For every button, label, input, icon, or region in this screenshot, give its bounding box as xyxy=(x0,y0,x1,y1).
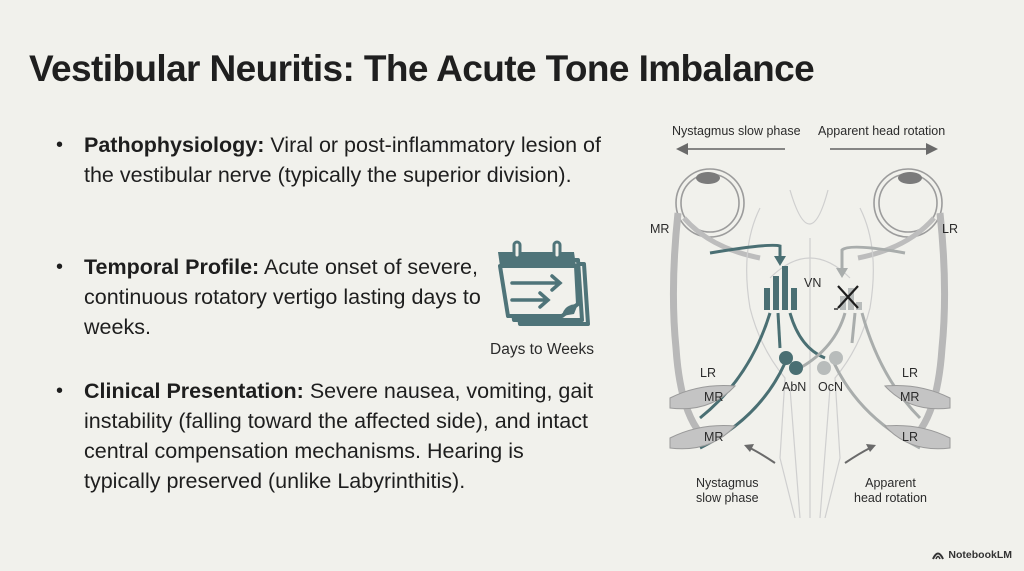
bullet-term: Pathophysiology: xyxy=(84,133,265,157)
left-vn-activity-bars xyxy=(764,266,797,310)
vestibular-pathway-diagram: Nystagmus slow phase Apparent head rotat… xyxy=(640,118,980,518)
bullet-term: Temporal Profile: xyxy=(84,255,260,279)
lesion-x-icon xyxy=(837,285,859,309)
bullet-temporal-profile: Temporal Profile: Acute onset of severe,… xyxy=(56,252,504,342)
muscle-label: MR xyxy=(704,430,724,444)
abn-label: AbN xyxy=(782,380,807,394)
notebooklm-logo-icon xyxy=(932,552,945,560)
watermark-label: NotebookLM xyxy=(948,549,1012,561)
vn-label: VN xyxy=(804,276,822,290)
muscle-label: MR xyxy=(704,390,724,404)
muscle-label: LR xyxy=(902,430,918,444)
bullet-pathophysiology: Pathophysiology: Viral or post-inflammat… xyxy=(56,130,604,190)
top-right-arrow-label: Apparent head rotation xyxy=(818,124,946,138)
bottom-left-label: Nystagmus slow phase xyxy=(696,476,759,506)
bullet-text: Viral or post-inflammatory lesion of the… xyxy=(84,133,601,187)
ocn-label: OcN xyxy=(818,380,843,394)
notebooklm-watermark: NotebookLM xyxy=(932,549,1012,561)
left-eye-muscle-label: MR xyxy=(650,222,670,236)
bullet-clinical-presentation: Clinical Presentation: Severe nausea, vo… xyxy=(56,376,604,496)
top-left-arrow-label: Nystagmus slow phase xyxy=(672,124,801,138)
label-line: Apparent xyxy=(865,476,916,490)
slide-title: Vestibular Neuritis: The Acute Tone Imba… xyxy=(29,48,815,89)
label-line: head rotation xyxy=(854,491,927,505)
calendar-arrows-icon xyxy=(498,240,590,326)
bullet-term: Clinical Presentation: xyxy=(84,379,304,403)
left-eye-icon xyxy=(675,168,761,261)
bullet-text: Severe nausea, vomiting, gait instabilit… xyxy=(84,379,594,493)
label-line: Nystagmus xyxy=(696,476,759,490)
right-eye-muscle-label: LR xyxy=(942,222,958,236)
top-right-arrow-icon xyxy=(830,143,938,155)
muscle-label: MR xyxy=(900,390,920,404)
muscle-label: LR xyxy=(902,366,918,380)
calendar-figure: Days to Weeks xyxy=(487,238,597,359)
brainstem-diagram xyxy=(669,143,951,518)
bottom-right-label: Apparent head rotation xyxy=(854,476,927,506)
label-line: slow phase xyxy=(696,491,759,505)
muscle-label: LR xyxy=(700,366,716,380)
top-left-arrow-icon xyxy=(676,143,785,155)
bullet-text: Acute onset of severe, continuous rotato… xyxy=(84,255,481,339)
calendar-label: Days to Weeks xyxy=(490,341,594,358)
right-eye-icon xyxy=(857,168,943,261)
